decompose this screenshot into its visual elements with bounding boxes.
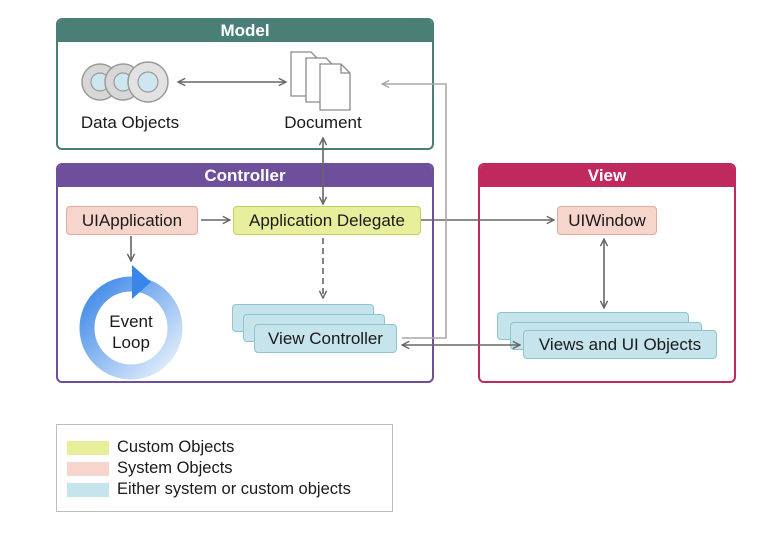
legend-item-system: System Objects [67, 458, 392, 479]
legend-swatch-system [67, 461, 109, 476]
document-icon [290, 51, 351, 111]
controller-panel: Controller [56, 163, 434, 383]
event-loop-icon [79, 265, 183, 380]
legend-item-custom: Custom Objects [67, 437, 392, 458]
document-label: Document [284, 113, 362, 132]
event-loop-label: Event Loop [96, 311, 166, 353]
controller-title: Controller [58, 165, 432, 187]
data-objects-label: Data Objects [80, 113, 180, 132]
legend-item-either: Either system or custom objects [67, 479, 392, 500]
view-controller-node: View Controller [254, 324, 397, 353]
event-loop-line-1: Event [109, 312, 153, 331]
data-objects-icon [81, 61, 169, 103]
legend-label-either: Either system or custom objects [117, 480, 351, 498]
legend: Custom Objects System Objects Either sys… [56, 424, 393, 512]
view-title: View [480, 165, 734, 187]
arrow-viewcontroller-document [382, 84, 447, 339]
ui-application-node: UIApplication [66, 206, 198, 235]
ui-window-node: UIWindow [557, 206, 657, 235]
model-title: Model [58, 20, 432, 42]
event-loop-line-2: Loop [112, 333, 150, 352]
legend-label-system: System Objects [117, 459, 233, 477]
views-ui-objects-node: Views and UI Objects [523, 330, 717, 359]
legend-swatch-custom [67, 440, 109, 455]
application-delegate-node: Application Delegate [233, 206, 421, 235]
legend-label-custom: Custom Objects [117, 438, 235, 456]
legend-swatch-either [67, 482, 109, 497]
